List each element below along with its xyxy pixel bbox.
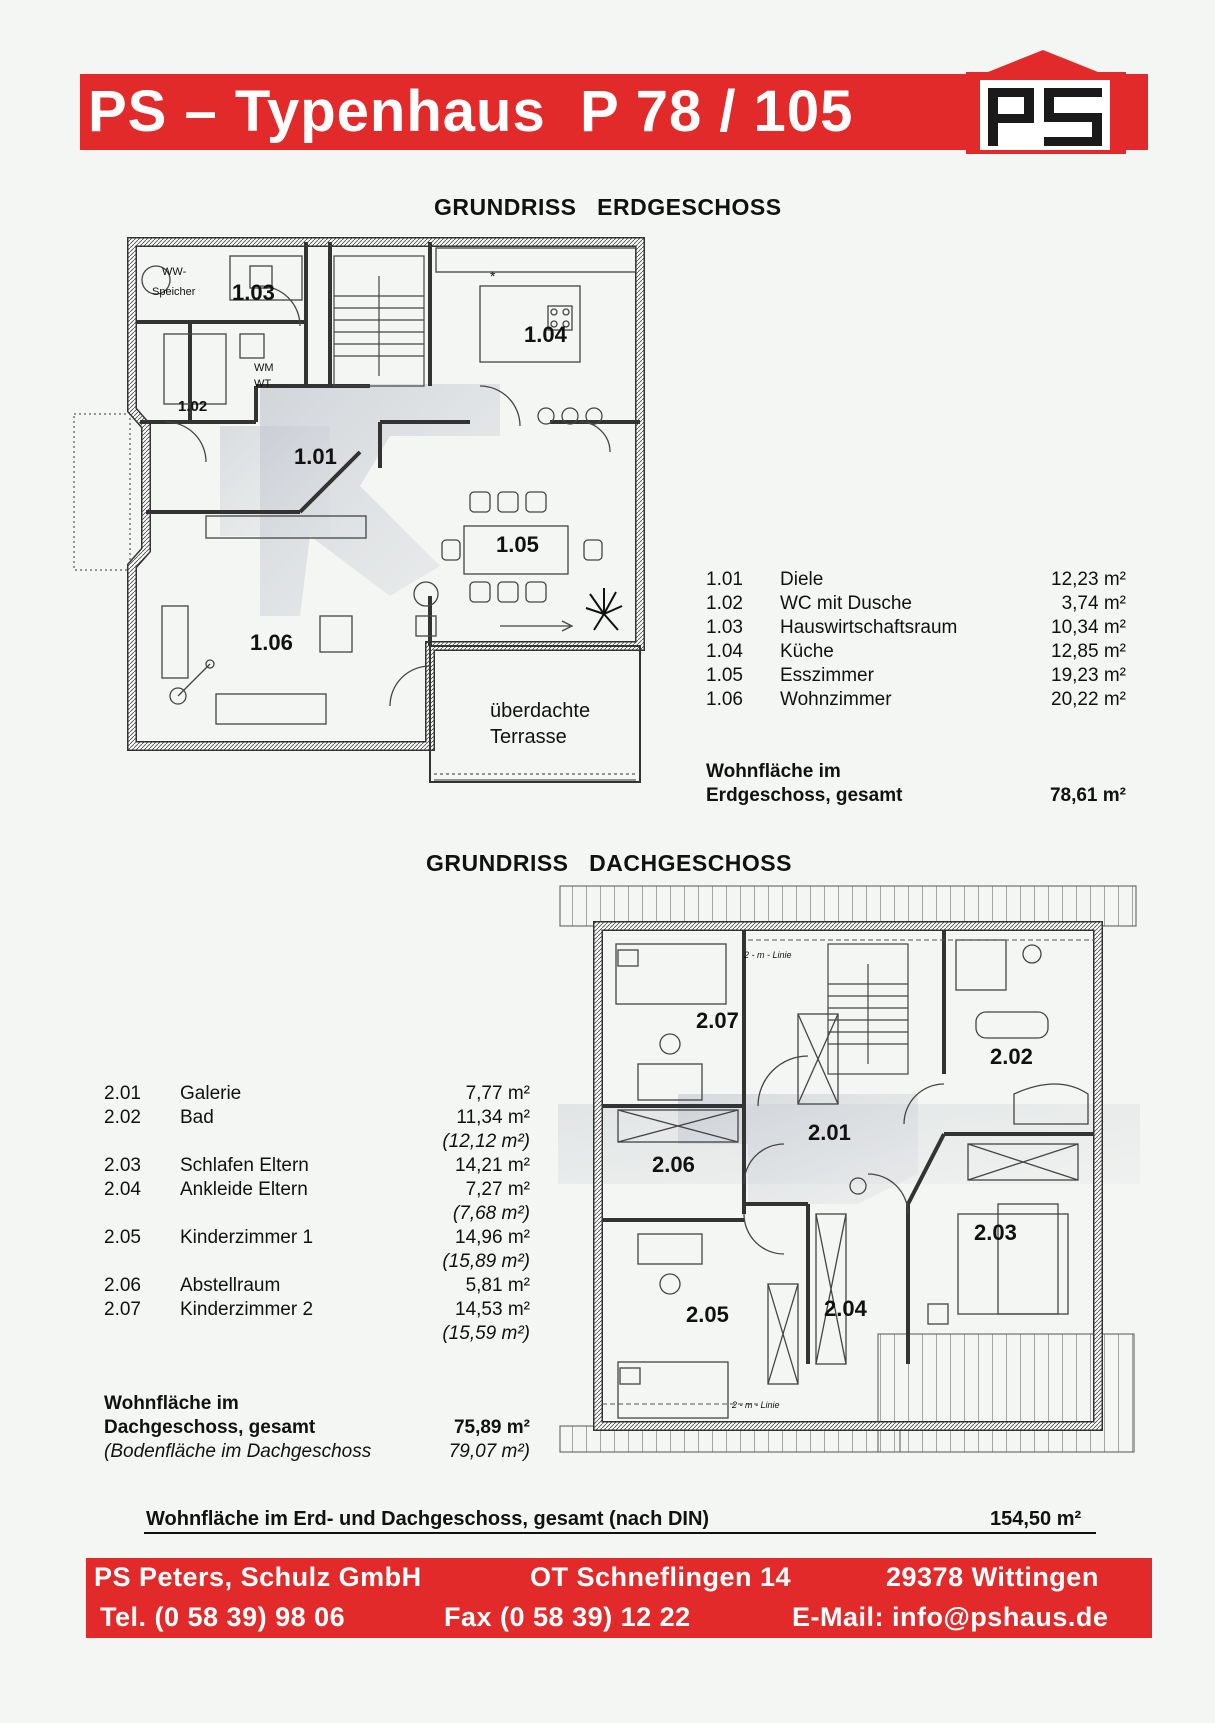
footer-company: PS Peters, Schulz GmbH	[94, 1562, 422, 1592]
ground-total-label-1: Wohnfläche im	[706, 761, 841, 782]
plan-label-2-07: 2.07	[696, 1008, 739, 1033]
plan-label-2-05: 2.05	[686, 1302, 729, 1327]
plan-label-1-05: 1.05	[496, 532, 539, 557]
grand-total-label: Wohnfläche im Erd- und Dachgeschoss, ges…	[146, 1508, 710, 1530]
plan-label-1-03: 1.03	[232, 280, 275, 305]
footer-street: OT Schneflingen 14	[530, 1562, 792, 1592]
ground-floor-drawing	[73, 237, 645, 783]
ground-floor-plan: 1.03 1.02 1.01 1.04 1.05 1.06 WW- Speich…	[70, 236, 650, 796]
grand-total-value: 154,50 m²	[990, 1508, 1082, 1530]
plan-label-1-02: 1.02	[178, 398, 208, 415]
footer-city: 29378 Wittingen	[886, 1562, 1099, 1592]
upper-floor-plan: 2.07 2.02 2.01 2.06 2.03 2.05 2.04 2 - m…	[558, 884, 1140, 1456]
ground-floor-title: GRUNDRISS ERDGESCHOSS	[434, 194, 782, 220]
page-title: PS – Typenhaus P 78 / 105	[88, 79, 854, 144]
plan-label-ww: WW-	[162, 266, 187, 278]
plan-label-2m-line-b: 2 - m - Linie	[732, 1400, 780, 1410]
plan-label-star: *	[490, 268, 496, 284]
plan-label-1-04: 1.04	[524, 322, 567, 347]
footer-fax: Fax (0 58 39) 12 22	[444, 1602, 691, 1632]
plan-label-2-04: 2.04	[824, 1296, 867, 1321]
plan-label-2m-line-a: 2 - m - Linie	[744, 950, 792, 960]
terrace-label-line1: überdachte	[490, 700, 591, 722]
plan-label-2-06: 2.06	[652, 1152, 695, 1177]
ps-logo	[958, 48, 1128, 154]
footer-email[interactable]: E-Mail: info@pshaus.de	[792, 1602, 1109, 1632]
plan-label-2-03: 2.03	[974, 1220, 1017, 1245]
terrace-label-line2: Terrasse	[490, 726, 567, 748]
plan-label-1-06: 1.06	[250, 630, 293, 655]
footer-tel: Tel. (0 58 39) 98 06	[100, 1602, 346, 1632]
plan-label-1-01: 1.01	[294, 444, 337, 469]
upper-floor-drawing	[558, 885, 1140, 1453]
plan-label-wm: WM	[254, 362, 274, 374]
upper-floor-title: GRUNDRISS DACHGESCHOSS	[426, 850, 792, 876]
plan-label-speicher: Speicher	[152, 286, 196, 298]
upper-total-label-1: Wohnfläche im	[104, 1393, 239, 1414]
plan-label-2-02: 2.02	[990, 1044, 1033, 1069]
grand-total-underline	[144, 1532, 1096, 1534]
plan-label-2-01: 2.01	[808, 1120, 851, 1145]
footer-bar: PS Peters, Schulz GmbH OT Schneflingen 1…	[86, 1558, 1152, 1638]
plan-label-wt: WT	[254, 378, 272, 390]
